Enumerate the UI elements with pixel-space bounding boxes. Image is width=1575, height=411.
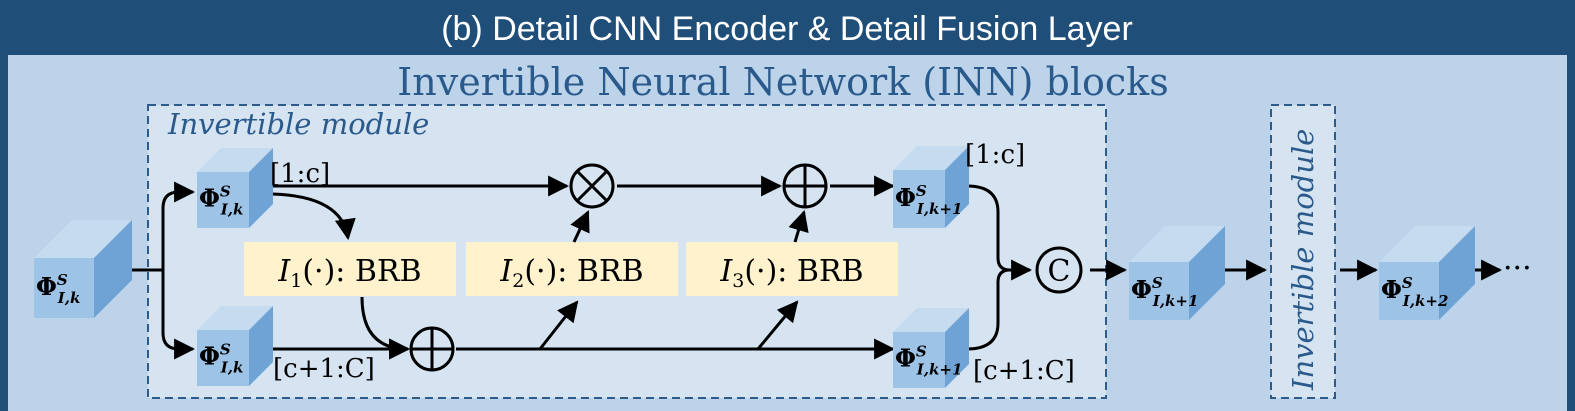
connector-i2-to-mul	[570, 210, 590, 243]
channel-label-top-in: [1:c]	[270, 159, 330, 189]
svg-text:I1(·): BRB: I1(·): BRB	[277, 254, 421, 292]
svg-text:I2(·): BRB: I2(·): BRB	[499, 254, 643, 292]
brb-1-index: 1	[290, 270, 302, 292]
brb-block-3: I3(·): BRB	[686, 242, 898, 296]
add-operator-top	[782, 163, 828, 209]
multiply-operator	[569, 163, 615, 209]
brb-3-index: 3	[732, 270, 744, 292]
connectors	[132, 175, 1503, 360]
channel-label-top-out: [1:c]	[965, 140, 1025, 170]
brb-2-op: I	[499, 254, 513, 289]
channel-label-bottom-out: [c+1:C]	[973, 356, 1075, 386]
connector-to-i2	[538, 300, 579, 350]
brb-2-text: (·): BRB	[524, 254, 643, 289]
header-bar	[0, 0, 1575, 52]
continuation-ellipsis: ···	[1503, 251, 1532, 286]
connector-i3-to-add	[788, 209, 809, 243]
section-title: Invertible Neural Network (INN) blocks	[397, 60, 1168, 104]
brb-3-text: (·): BRB	[744, 254, 863, 289]
connector-bottom-to-concat	[966, 268, 1011, 351]
concat-label: C	[1048, 254, 1071, 289]
brb-block-2: I2(·): BRB	[466, 242, 678, 296]
connector-split-top	[161, 181, 196, 270]
invertible-module-label: Invertible module	[167, 107, 429, 141]
invertible-module-box-2	[1270, 104, 1336, 399]
connector-split-bottom	[161, 270, 196, 360]
brb-block-1: I1(·): BRB	[244, 242, 456, 296]
brb-3-op: I	[719, 254, 733, 289]
connector-to-i3	[756, 300, 799, 350]
header-title: (b) Detail CNN Encoder & Detail Fusion L…	[441, 10, 1133, 48]
channel-label-bottom-in: [c+1:C]	[273, 354, 375, 384]
svg-text:I3(·): BRB: I3(·): BRB	[719, 254, 863, 292]
add-operator-bottom	[409, 326, 455, 372]
invertible-module-label-2: Invertible module	[1286, 129, 1320, 391]
brb-1-text: (·): BRB	[302, 254, 421, 289]
concat-operator: C	[1035, 246, 1083, 294]
brb-2-index: 2	[512, 270, 524, 292]
brb-1-op: I	[277, 254, 291, 289]
connector-to-i1	[271, 192, 356, 241]
